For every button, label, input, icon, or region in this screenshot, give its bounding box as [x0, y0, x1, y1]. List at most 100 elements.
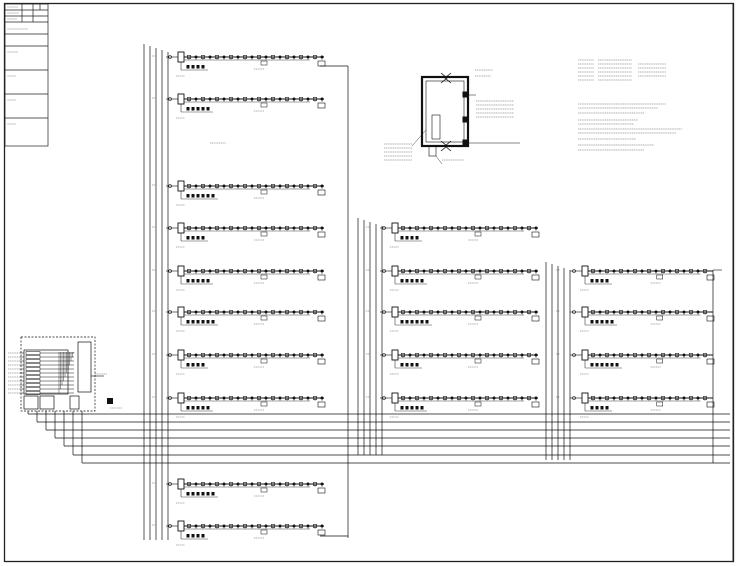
floor-branch — [152, 478, 326, 504]
panel-module-rows — [8, 351, 122, 409]
manual-call-point-symbol — [600, 363, 604, 367]
manual-call-point-symbol — [201, 406, 205, 410]
manual-call-point-symbol — [186, 363, 190, 367]
manual-call-point-symbol — [590, 279, 594, 283]
design-notes — [578, 59, 682, 151]
module-symbol — [260, 189, 268, 195]
end-of-line-device — [317, 189, 326, 196]
module-symbol — [474, 358, 482, 364]
manual-call-point-symbol — [405, 406, 409, 410]
junction-symbol — [382, 269, 386, 273]
floor-branch — [152, 349, 326, 375]
manual-call-point-symbol — [420, 320, 424, 324]
manual-call-point-symbol — [186, 534, 190, 538]
panel-module — [25, 387, 41, 391]
floor-branch — [152, 93, 326, 119]
manual-call-point-symbol — [201, 194, 205, 198]
module-symbol — [260, 274, 268, 280]
manual-call-point-symbol — [186, 236, 190, 240]
floor-branch — [152, 180, 326, 206]
junction-symbol — [168, 184, 172, 188]
end-of-line-device — [317, 102, 326, 109]
floor-branch — [366, 392, 540, 418]
title-block-scribbles — [7, 6, 28, 125]
floor-junction-box — [177, 265, 185, 277]
module-symbol — [260, 529, 268, 535]
manual-call-point-symbol — [191, 107, 195, 111]
manual-call-point-symbol — [415, 320, 419, 324]
floor-branch — [152, 265, 326, 291]
manual-call-point-symbol — [600, 320, 604, 324]
manual-call-point-symbol — [415, 363, 419, 367]
manual-call-point-symbol — [196, 65, 200, 69]
manual-call-point-symbol — [186, 492, 190, 496]
junction-symbol — [168, 55, 172, 59]
manual-call-point-symbol — [191, 320, 195, 324]
junction-symbol — [168, 310, 172, 314]
manual-call-point-symbol — [206, 107, 210, 111]
end-of-line-device — [317, 315, 326, 322]
manual-call-point-symbol — [605, 320, 609, 324]
floor-junction-box — [177, 180, 185, 192]
module-symbol — [260, 358, 268, 364]
manual-call-point-symbol — [400, 406, 404, 410]
manual-call-point-symbol — [196, 534, 200, 538]
floor-branch — [152, 222, 326, 248]
module-symbol — [260, 231, 268, 237]
end-of-line-device — [531, 274, 540, 281]
manual-call-point-symbol — [590, 363, 594, 367]
floor-junction-box — [581, 392, 589, 404]
floor-branch — [366, 222, 540, 248]
manual-call-point-symbol — [201, 236, 205, 240]
floor-branch — [152, 306, 326, 332]
manual-call-point-symbol — [201, 320, 205, 324]
manual-call-point-symbol — [206, 406, 210, 410]
junction-symbol — [168, 97, 172, 101]
manual-call-point-symbol — [211, 194, 215, 198]
end-of-line-device — [706, 315, 715, 322]
junction-symbol — [168, 396, 172, 400]
manual-call-point-symbol — [206, 194, 210, 198]
end-of-line-device — [531, 358, 540, 365]
end-of-line-device — [317, 274, 326, 281]
manual-call-point-symbol — [420, 279, 424, 283]
floor-junction-box — [581, 306, 589, 318]
manual-call-point-symbol — [191, 65, 195, 69]
room-plan-callouts — [384, 69, 520, 165]
end-of-line-device — [317, 231, 326, 238]
end-of-line-device — [317, 401, 326, 408]
trunk-lines — [27, 269, 730, 464]
manual-call-point-symbol — [400, 279, 404, 283]
manual-call-point-symbol — [415, 406, 419, 410]
module-symbol — [260, 60, 268, 66]
floor-branch — [152, 520, 326, 546]
manual-call-point-symbol — [610, 320, 614, 324]
junction-symbol — [168, 226, 172, 230]
manual-call-point-symbol — [201, 107, 205, 111]
floor-junction-box — [177, 520, 185, 532]
manual-call-point-symbol — [600, 279, 604, 283]
floor-junction-box — [391, 222, 399, 234]
floor-junction-box — [177, 349, 185, 361]
room-bottom-leader — [435, 155, 443, 165]
floor-junction-box — [177, 222, 185, 234]
floor-junction-box — [391, 306, 399, 318]
junction-symbol — [572, 353, 576, 357]
module-symbol — [474, 231, 482, 237]
panel-module — [25, 355, 41, 359]
manual-call-point-symbol — [196, 107, 200, 111]
manual-call-point-symbol — [405, 363, 409, 367]
floor-junction-box — [391, 392, 399, 404]
module-symbol — [656, 315, 663, 321]
end-of-line-device — [706, 358, 715, 365]
panel-battery-symbol — [107, 398, 113, 404]
manual-call-point-symbol — [595, 406, 599, 410]
title-block — [4, 3, 49, 147]
module-symbol — [260, 315, 268, 321]
manual-call-point-symbol — [410, 236, 414, 240]
end-of-line-device — [317, 60, 326, 67]
fire-alarm-control-panel — [20, 336, 96, 412]
end-of-line-device — [531, 315, 540, 322]
module-symbol — [474, 315, 482, 321]
manual-call-point-symbol — [196, 194, 200, 198]
